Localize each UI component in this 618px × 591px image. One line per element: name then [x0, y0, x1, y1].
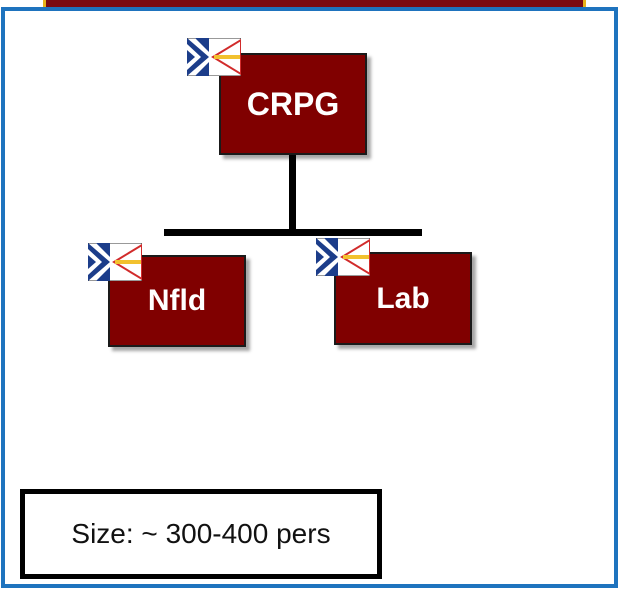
org-node-label: Nfld — [147, 284, 207, 317]
connector-vertical — [289, 151, 296, 229]
newfoundland-labrador-flag-icon — [88, 243, 142, 281]
org-node-label: CRPG — [246, 85, 340, 122]
newfoundland-labrador-flag-icon — [187, 38, 241, 76]
connector-horizontal — [164, 229, 422, 236]
org-node-root: CRPG — [219, 53, 367, 155]
org-node-label: Lab — [376, 281, 430, 315]
newfoundland-labrador-flag-icon — [316, 238, 370, 276]
size-note-box: Size: ~ 300-400 pers — [20, 489, 382, 579]
size-note-text: Size: ~ 300-400 pers — [71, 518, 331, 549]
